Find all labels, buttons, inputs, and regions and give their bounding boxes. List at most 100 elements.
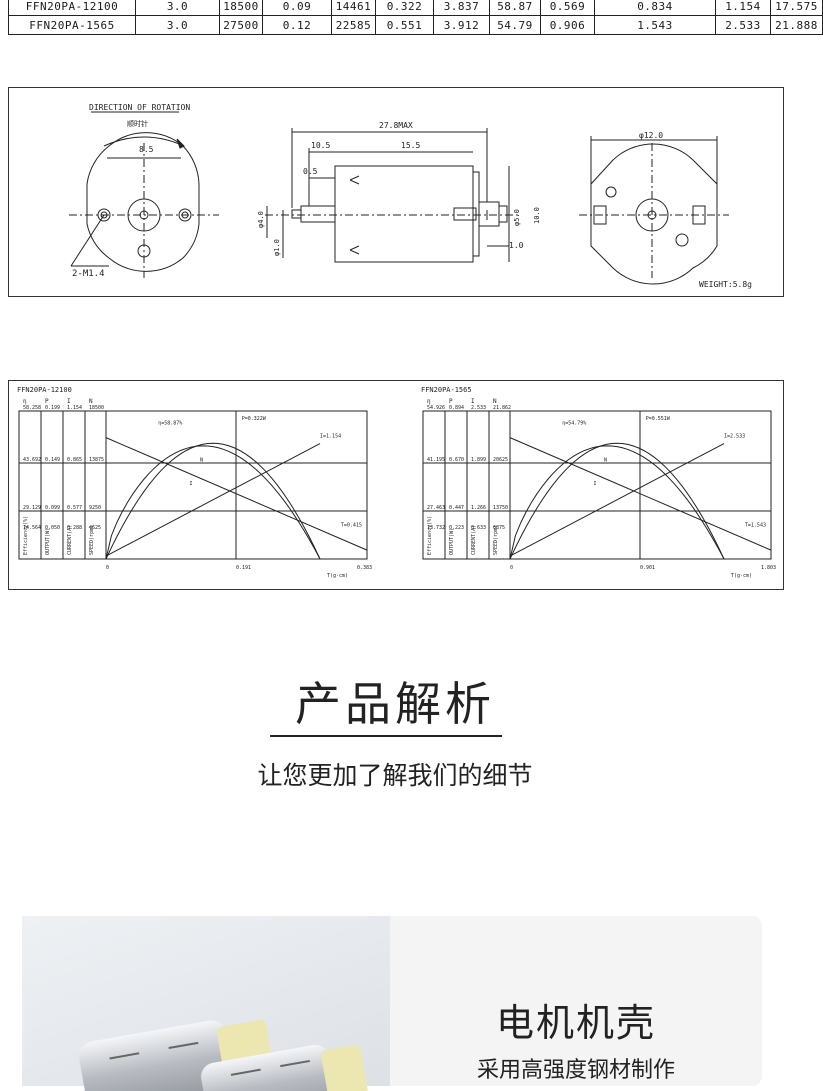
spec-cell: 14461 — [331, 0, 376, 16]
side-view — [265, 128, 519, 263]
spec-cell: 3.0 — [135, 15, 220, 35]
section-subtitle: 让您更加了解我们的细节 — [257, 761, 533, 790]
spec-cell: 0.09 — [262, 0, 332, 16]
dim-8-5: 8.5 — [139, 145, 154, 154]
scale-value: 0.894 — [449, 405, 464, 411]
motor-photo — [22, 916, 390, 1091]
rear-view — [579, 136, 729, 285]
col-head: N — [89, 398, 93, 405]
dim-phi12: φ12.0 — [639, 131, 663, 140]
x-tick: 0.191 — [236, 565, 251, 571]
scale-value: 0.865 — [67, 457, 82, 463]
axis-label: Efficiency(%) — [427, 516, 433, 555]
spec-cell: 0.12 — [262, 15, 332, 35]
scale-value: 0.199 — [45, 405, 60, 411]
dim-1-0: 1.0 — [509, 241, 524, 250]
efficiency-curve — [105, 445, 321, 560]
model-cell: FFN20PA-12100 — [8, 0, 136, 16]
scale-value: 9250 — [89, 505, 101, 511]
spec-cell: 2.533 — [715, 15, 771, 35]
speed-curve — [509, 437, 772, 551]
spec-cell: 0.551 — [375, 15, 434, 35]
x-axis-label: T(g·cm) — [327, 573, 348, 579]
scale-value: 41.195 — [427, 457, 445, 463]
spec-cell: 3.912 — [433, 15, 490, 35]
curve-label: N — [200, 457, 203, 463]
chart-title: FFN20PA-1565 — [421, 386, 472, 394]
output-curve — [509, 442, 725, 560]
axis-label: Efficiency(%) — [23, 516, 29, 555]
scale-value: 18500 — [89, 405, 104, 411]
curve-label: I — [594, 481, 597, 487]
dim-0-5: 0.5 — [303, 167, 318, 176]
dim-shaft: φ1.0 — [273, 239, 281, 256]
speed-curve — [105, 437, 368, 551]
dimension-drawing: DIRECTION OF ROTATION 顺时针 8.5 2-M1.4 — [8, 87, 784, 297]
col-head: I — [471, 398, 475, 405]
scale-value: 6875 — [493, 525, 505, 531]
x-axis-label: T(g·cm) — [731, 573, 752, 579]
section-title: 产品解析 — [295, 677, 495, 731]
curve-label: P=0.551W — [646, 416, 671, 422]
model-cell: FFN20PA-1565 — [8, 15, 136, 35]
spec-cell: 0.834 — [594, 0, 716, 16]
axis-label: CURRENT(A) — [471, 525, 477, 555]
col-head: I — [67, 398, 71, 405]
feature-desc: 采用高强度钢材制作 — [476, 1058, 675, 1083]
spec-cell: 3.837 — [433, 0, 490, 16]
spec-cell: 22585 — [331, 15, 376, 35]
spec-cell: 1.543 — [594, 15, 716, 35]
spec-cell: 58.87 — [489, 0, 541, 16]
x-tick: 0.383 — [357, 565, 372, 571]
screw-label: 2-M1.4 — [72, 269, 105, 279]
axis-label: SPEED(rpm) — [89, 525, 95, 555]
scale-value: 13875 — [89, 457, 104, 463]
scale-value: 0.670 — [449, 457, 464, 463]
scale-value: 0.223 — [449, 525, 464, 531]
curve-label: T=1.543 — [745, 522, 766, 528]
scale-value: 58.258 — [23, 405, 41, 411]
spec-cell: 1.154 — [715, 0, 771, 16]
spec-cell: 17.575 — [770, 0, 823, 16]
curve-label: N — [604, 457, 607, 463]
scale-value: 4625 — [89, 525, 101, 531]
chart-title: FFN20PA-12100 — [17, 386, 72, 394]
scale-value: 54.926 — [427, 405, 445, 411]
feature-card: 电机机壳 采用高强度钢材制作 — [22, 916, 762, 1091]
feature-title: 电机机壳 — [495, 1001, 656, 1045]
scale-value: 27.463 — [427, 505, 445, 511]
axis-label: OUTPUT(W) — [45, 528, 51, 555]
scale-value: 0.447 — [449, 505, 464, 511]
section-divider — [270, 735, 502, 737]
chart-area: FFN20PA-12100 η P I N 58.258 0.199 1.154 18500 43… — [17, 386, 776, 579]
scale-value: 1.266 — [471, 505, 486, 511]
spec-cell: 18500 — [219, 0, 263, 16]
scale-value: 43.692 — [23, 457, 41, 463]
curve-label: I=2.533 — [724, 434, 745, 440]
scale-value: 0.149 — [45, 457, 60, 463]
curve-label: P=0.322W — [242, 416, 267, 422]
spec-cell: 0.906 — [540, 15, 595, 35]
current-curve — [105, 443, 321, 557]
dim-bush: φ4.0 — [257, 211, 265, 228]
col-head: P — [45, 398, 49, 405]
spec-cell: 27500 — [219, 15, 263, 35]
curve-label: T=0.415 — [341, 522, 362, 528]
col-head: η — [23, 398, 27, 405]
col-head: P — [449, 398, 453, 405]
col-head: N — [493, 398, 497, 405]
rotation-label: DIRECTION OF ROTATION — [89, 103, 190, 112]
scale-value: 13.732 — [427, 525, 445, 531]
output-curve — [105, 442, 321, 560]
front-view — [69, 111, 219, 278]
spec-cell: 0.322 — [375, 0, 434, 16]
scale-value: 1.154 — [67, 405, 82, 411]
spec-cell: 21.888 — [770, 15, 823, 35]
scale-value: 20625 — [493, 457, 508, 463]
scale-value: 0.633 — [471, 525, 486, 531]
x-tick: 0 — [106, 565, 109, 571]
curve-label: η=58.87% — [158, 420, 182, 426]
